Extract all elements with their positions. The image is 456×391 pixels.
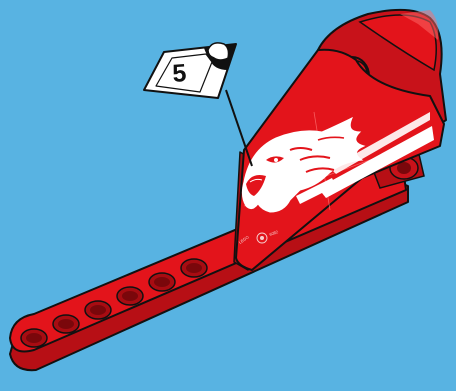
sticker-callout: 5 (144, 43, 252, 166)
callout-leader-line (226, 90, 252, 166)
technic-beam (10, 166, 408, 370)
sticker-number: 5 (171, 59, 187, 88)
